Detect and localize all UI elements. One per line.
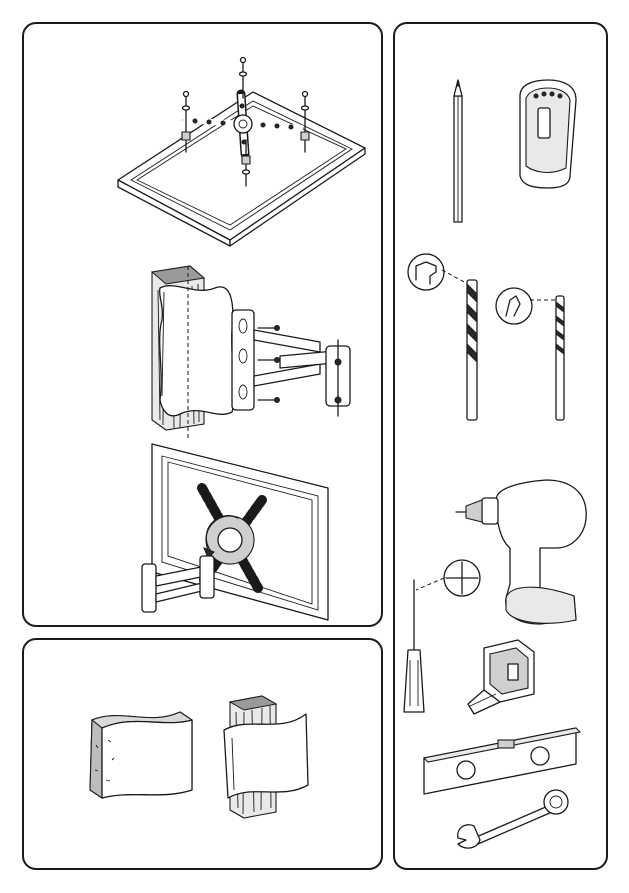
tv-on-wall-icon — [142, 444, 328, 620]
stud-finder-icon — [520, 80, 576, 188]
tape-measure-icon — [468, 640, 534, 714]
wood-drill-bit-icon — [496, 288, 564, 420]
phillips-screwdriver-icon — [404, 560, 480, 712]
masonry-drill-bit-icon — [408, 254, 477, 420]
pencil-icon — [454, 80, 462, 222]
wrench-icon — [458, 790, 568, 848]
cordless-drill-icon — [456, 480, 586, 624]
spirit-level-icon — [424, 728, 580, 794]
stud-wall-icon — [224, 696, 308, 818]
solid-wall-icon — [90, 712, 192, 798]
wooden-stud-wall-arm-icon — [152, 266, 350, 440]
tv-back-bracket-icon — [118, 58, 365, 247]
